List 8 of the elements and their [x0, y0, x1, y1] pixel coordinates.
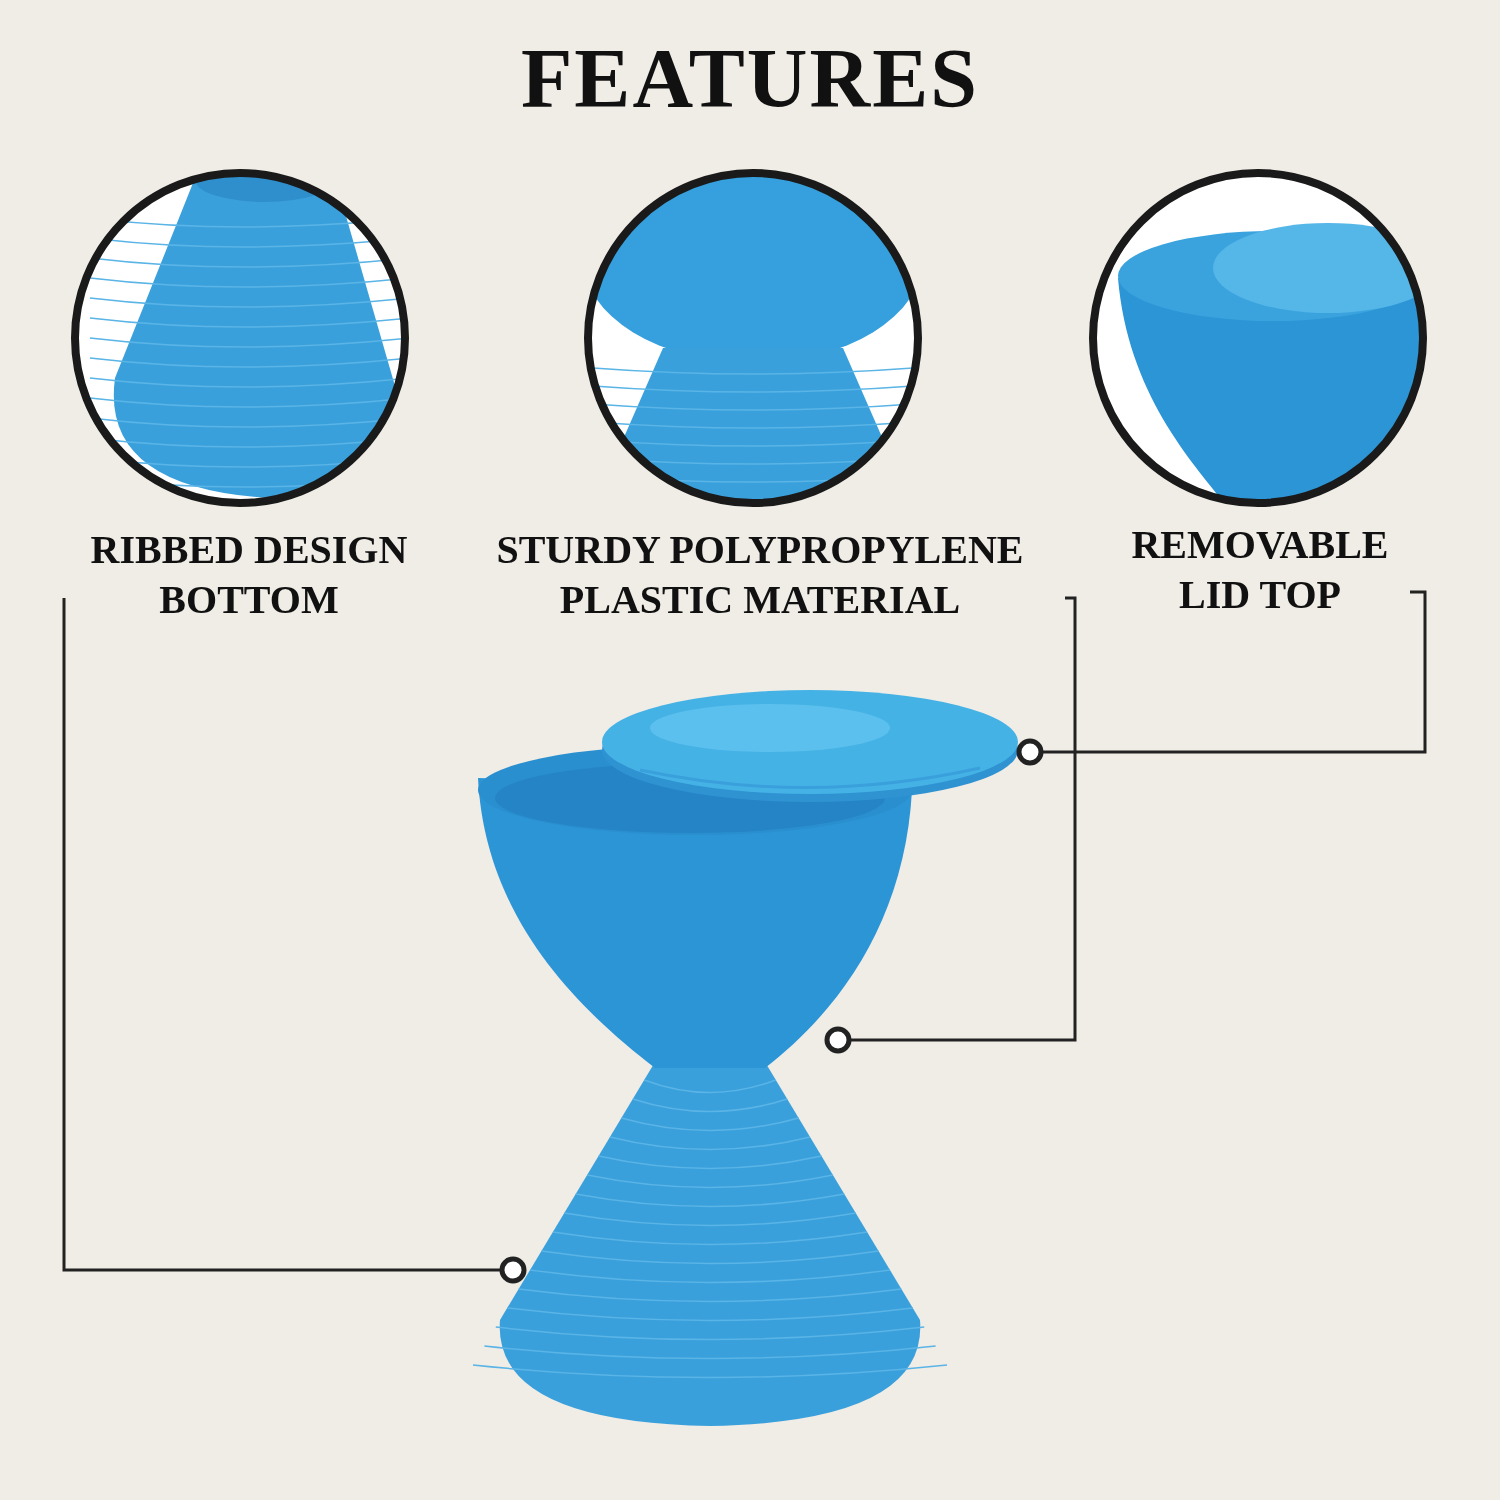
- leader-line: [824, 596, 1077, 1054]
- leader-line: [1016, 590, 1427, 766]
- feature-caption: STURDY POLYPROPYLENE PLASTIC MATERIAL: [455, 525, 1065, 625]
- feature-caption: RIBBED DESIGN BOTTOM: [64, 525, 434, 625]
- leader-line: [62, 596, 527, 1284]
- stool-lid: [602, 690, 1018, 802]
- feature-caption: REMOVABLE LID TOP: [1110, 520, 1410, 620]
- title: FEATURES: [520, 31, 980, 127]
